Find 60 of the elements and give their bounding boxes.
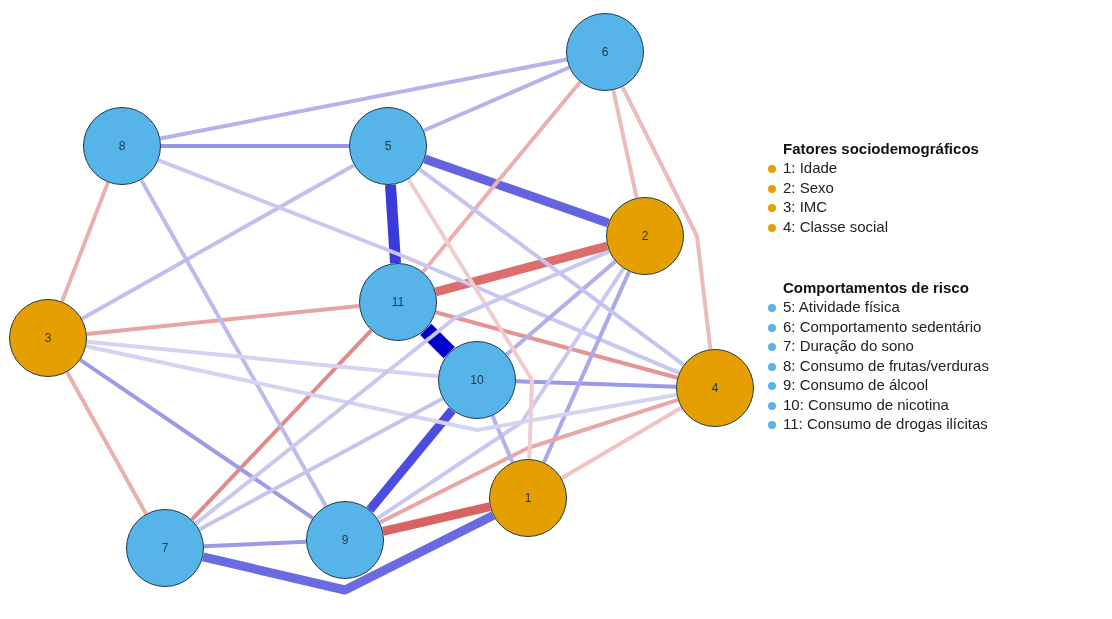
network-node: 3 (9, 299, 87, 377)
network-node: 6 (566, 13, 644, 91)
legend-text: 11: Consumo de drogas ilícitas (783, 415, 988, 432)
edge-line (65, 371, 148, 515)
edge-line (385, 184, 401, 264)
edge-line (194, 249, 610, 526)
edge-line (203, 539, 307, 549)
edge-line (366, 407, 456, 513)
edge-line (198, 396, 444, 532)
edge-line (159, 57, 568, 141)
edge-line (382, 502, 491, 536)
edge-line (157, 158, 680, 375)
legend-text: 6: Comportamento sedentário (783, 317, 982, 335)
network-node: 2 (606, 197, 684, 275)
edge-line (190, 328, 373, 522)
legend-text: 3: IMC (783, 198, 828, 215)
network-node: 1 (489, 459, 567, 537)
legend-heading: Comportamentos de risco (783, 279, 969, 296)
edge-line (60, 181, 110, 303)
edge-line (79, 358, 314, 520)
legend-text: 1: Idade (783, 159, 838, 176)
edge-line (86, 339, 439, 379)
edge-line (161, 144, 349, 148)
edge-line (434, 241, 609, 297)
legend-text: 9: Consumo de álcool (783, 376, 929, 393)
network-node: 4 (676, 349, 754, 427)
network-node: 10 (438, 341, 516, 419)
network-node: 11 (359, 263, 437, 341)
edge-line (505, 259, 617, 357)
legend-heading: Fatores sociodemográficos (783, 140, 979, 157)
legend-text: 7: Duração do sono (783, 337, 914, 354)
edge-line (490, 415, 515, 463)
edge-line (139, 178, 328, 508)
edge-line (515, 379, 677, 389)
edge-line (421, 80, 582, 274)
edge-line (611, 89, 639, 199)
edge-line (542, 270, 631, 464)
edge-line (418, 167, 685, 367)
edge-line (435, 310, 678, 380)
network-node: 8 (83, 107, 161, 185)
network-node: 5 (349, 107, 427, 185)
network-node: 7 (126, 509, 204, 587)
edge-line (620, 86, 713, 350)
edge-line (420, 323, 455, 359)
legend-text: 4: Classe social (783, 217, 889, 235)
edge-line (378, 398, 679, 525)
network-node: 9 (306, 501, 384, 579)
edge-line (560, 406, 683, 480)
edge-line (201, 511, 496, 595)
edge-line (376, 267, 626, 521)
edge-line (406, 178, 534, 460)
edge-line (85, 344, 677, 432)
edge-line (80, 163, 356, 321)
legend-text: 10: Consumo de nicotina (783, 395, 949, 413)
legend-text: 5: Atividade física (783, 298, 900, 315)
legend-text: 2: Sexo (783, 178, 834, 196)
legend-text: 8: Consumo de frutas/verduras (783, 356, 989, 374)
edge-line (86, 304, 360, 336)
edge-line (423, 154, 610, 228)
edge-line (423, 65, 570, 133)
